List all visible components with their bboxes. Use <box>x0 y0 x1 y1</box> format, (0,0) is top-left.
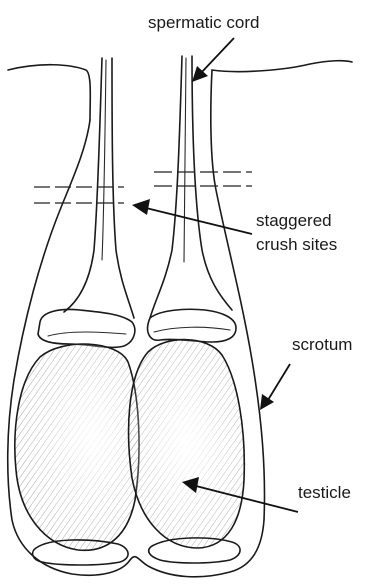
testicle-left <box>15 344 139 550</box>
epididymis-right <box>148 309 236 342</box>
arrow-spermatic-cord <box>192 38 234 82</box>
arrow-scrotum <box>260 364 290 410</box>
label-crush-sites-line1: staggered <box>256 211 332 230</box>
label-crush-sites-line2: crush sites <box>256 235 337 254</box>
crush-site-marks <box>34 172 252 203</box>
label-spermatic-cord: spermatic cord <box>148 13 259 32</box>
label-scrotum: scrotum <box>292 335 352 354</box>
label-testicle: testicle <box>298 483 351 502</box>
arrow-crush-sites <box>132 199 252 234</box>
testicle-right <box>129 340 245 548</box>
epididymis-left <box>38 310 135 348</box>
